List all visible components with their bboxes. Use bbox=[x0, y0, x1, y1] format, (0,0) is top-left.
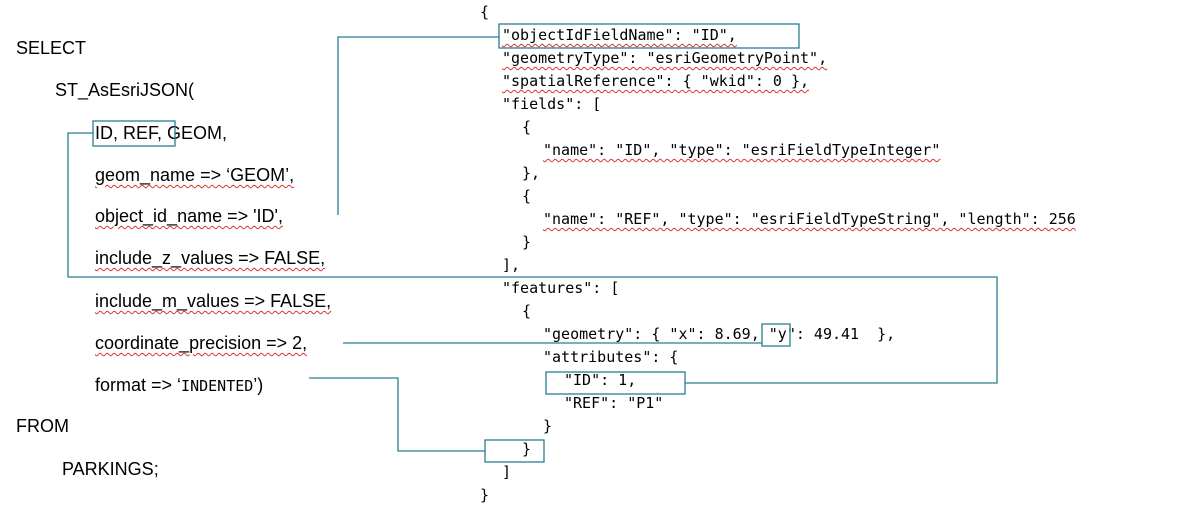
json-line-16: "attributes": { bbox=[543, 348, 679, 366]
sql-select: SELECT bbox=[16, 38, 87, 58]
json-line-8: }, bbox=[522, 164, 541, 182]
json-line-13: "features": [ bbox=[502, 279, 620, 297]
json-line-11: } bbox=[522, 233, 532, 251]
sql-format-value: INDENTED bbox=[181, 377, 254, 395]
json-line-12: ], bbox=[502, 256, 521, 274]
box-indented-brace bbox=[484, 439, 545, 463]
sql-format-prefix: format => ‘ bbox=[95, 375, 182, 395]
box-coord-decimals bbox=[761, 323, 791, 347]
sql-function: ST_AsEsriJSON( bbox=[55, 80, 195, 100]
sql-table: PARKINGS; bbox=[62, 459, 159, 479]
json-line-1: { bbox=[480, 3, 490, 21]
connector-object-id bbox=[337, 36, 499, 215]
json-line-10: "name": "REF", "type": "esriFieldTypeStr… bbox=[543, 210, 1076, 228]
sql-include-z: include_z_values => FALSE, bbox=[95, 248, 326, 268]
json-line-2: "objectIdFieldName": "ID", bbox=[502, 26, 737, 44]
json-line-21: ] bbox=[502, 463, 512, 481]
json-line-20: } bbox=[522, 440, 532, 458]
json-line-6: { bbox=[522, 118, 532, 136]
json-line-17: "ID": 1, bbox=[564, 371, 637, 389]
json-line-3: "geometryType": "esriGeometryPoint", bbox=[502, 49, 828, 67]
sql-args-rest: GEOM, bbox=[162, 123, 228, 143]
box-sql-args bbox=[92, 120, 176, 147]
json-line-14: { bbox=[522, 302, 532, 320]
connector-fields bbox=[67, 132, 998, 384]
sql-include-m: include_m_values => FALSE, bbox=[95, 291, 332, 311]
box-attributes-id bbox=[545, 371, 686, 395]
json-line-22: } bbox=[480, 486, 490, 504]
sql-args-boxed: ID, REF, bbox=[95, 123, 163, 143]
json-line-5: "fields": [ bbox=[502, 95, 602, 113]
sql-from: FROM bbox=[16, 416, 69, 436]
box-object-id-field bbox=[498, 23, 800, 49]
json-line-4: "spatialReference": { "wkid": 0 }, bbox=[502, 72, 810, 90]
sql-args-line: ID, REF, GEOM, bbox=[95, 123, 227, 144]
sql-object-id-name: object_id_name => 'ID', bbox=[95, 206, 283, 226]
sql-coord-precision: coordinate_precision => 2, bbox=[95, 333, 308, 353]
sql-format-suffix: ’) bbox=[253, 375, 264, 395]
json-line-19: } bbox=[543, 417, 553, 435]
json-line-15: "geometry": { "x": 8.69, "y": 49.41 }, bbox=[543, 325, 896, 343]
connector-format bbox=[309, 377, 485, 452]
sql-format: format => ‘INDENTED’) bbox=[95, 375, 263, 396]
json-line-7: "name": "ID", "type": "esriFieldTypeInte… bbox=[543, 141, 941, 159]
sql-geom-name: geom_name => ‘GEOM’, bbox=[95, 165, 295, 185]
json-line-18: "REF": "P1" bbox=[564, 394, 664, 412]
json-line-9: { bbox=[522, 187, 532, 205]
